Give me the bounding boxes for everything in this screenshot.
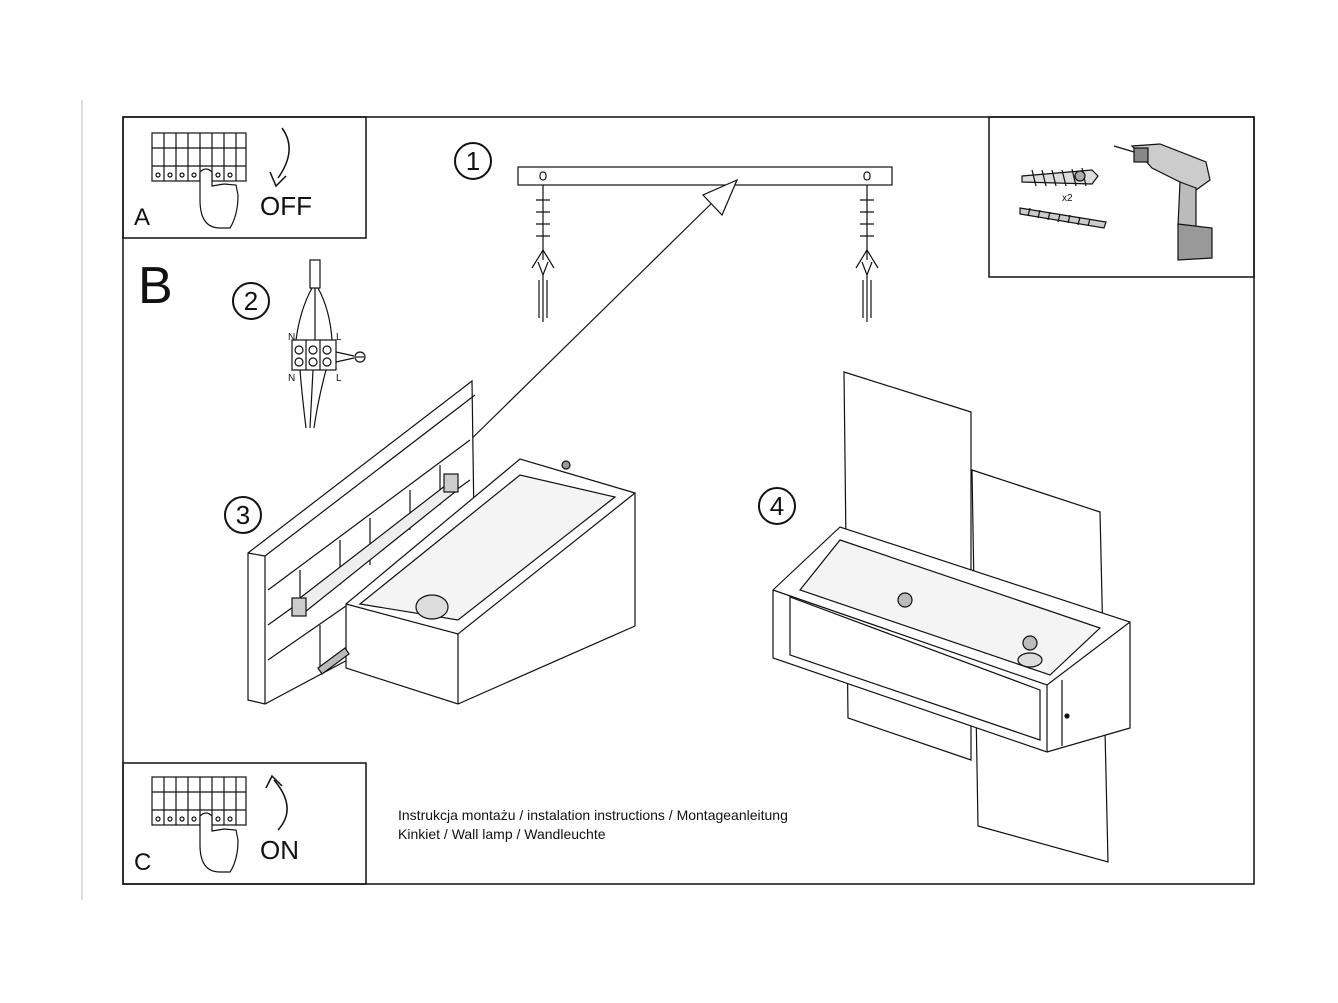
wall-lamp-install-icon [247,379,636,705]
breaker-on-icon [151,776,247,873]
wall-plug-icon [1021,167,1099,187]
caption-line-1: Instrukcja montażu / instalation instruc… [398,807,788,823]
screw-icon [1019,207,1107,229]
assembled-lamp-icon [772,371,1131,863]
off-arrow-icon [269,127,290,188]
outer-frame [122,116,1255,885]
caption-line-2: Kinkiet / Wall lamp / Wandleuchte [398,826,606,842]
pointer-arrow [454,178,739,456]
mounting-rail-icon [517,166,893,322]
tools-box [988,116,1255,278]
wire-n-bottom: N [288,373,296,384]
wire-l-top: L [336,332,342,343]
drill-icon [1113,143,1213,261]
wire-n-top: N [288,332,296,343]
step-1-number: 1 [454,142,492,180]
panel-c-letter: C [134,849,152,876]
panel-a-box [122,116,367,239]
step-4-number: 4 [758,487,796,525]
panel-a-letter: A [134,204,151,231]
off-label: OFF [260,191,312,221]
step-3-number: 3 [224,496,262,534]
wire-l-bottom: L [336,373,342,384]
terminal-block-icon [291,259,366,429]
on-arrow-icon [265,774,288,831]
plug-quantity: x2 [1062,193,1073,204]
step-2-number: 2 [232,282,270,320]
breaker-off-icon [151,132,247,229]
panel-c-box [122,762,367,885]
panel-b-letter: B [138,257,173,315]
on-label: ON [260,835,299,865]
